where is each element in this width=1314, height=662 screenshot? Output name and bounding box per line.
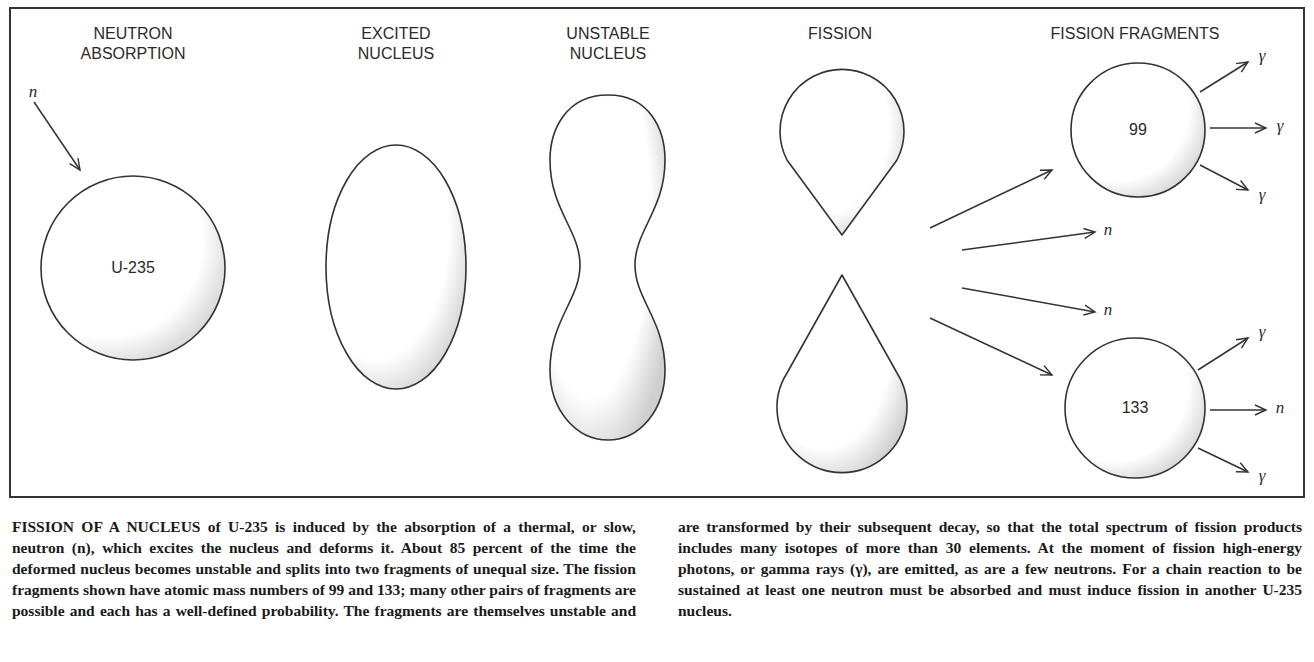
nucleus-circle: 133	[1063, 336, 1207, 480]
frame	[10, 8, 1304, 497]
unstable-nucleus	[550, 95, 665, 440]
nucleus-circle: 99	[1069, 61, 1207, 199]
particle-symbol: n	[1272, 398, 1288, 418]
nucleus-circle: U-235	[39, 174, 227, 362]
stage-heading: FISSION FRAGMENTS	[1005, 24, 1265, 44]
nucleus-label: 99	[1129, 121, 1147, 139]
stage-heading: UNSTABLE NUCLEUS	[553, 24, 663, 64]
particle-symbol: n	[1100, 220, 1116, 240]
fission-teardrop	[777, 275, 907, 473]
nucleus-label: U-235	[111, 259, 155, 277]
particle-symbol: γ	[1254, 46, 1270, 66]
stage-heading: NEUTRON ABSORPTION	[68, 24, 198, 64]
particle-symbol: n	[1100, 300, 1116, 320]
particle-symbol: γ	[1254, 322, 1270, 342]
particle-symbol: γ	[1272, 116, 1288, 136]
neutron-arrow	[34, 102, 80, 170]
nucleus-label: 133	[1122, 399, 1149, 417]
excited-nucleus	[326, 145, 466, 389]
fission-teardrop	[780, 69, 904, 235]
figure-caption: FISSION OF A NUCLEUS of U-235 is induced…	[12, 516, 1302, 621]
stage-heading: EXCITED NUCLEUS	[341, 24, 451, 64]
particle-symbol: n	[25, 82, 41, 102]
particle-symbol: γ	[1254, 466, 1270, 486]
particle-symbol: γ	[1254, 185, 1270, 205]
stage-heading: FISSION	[780, 24, 900, 44]
